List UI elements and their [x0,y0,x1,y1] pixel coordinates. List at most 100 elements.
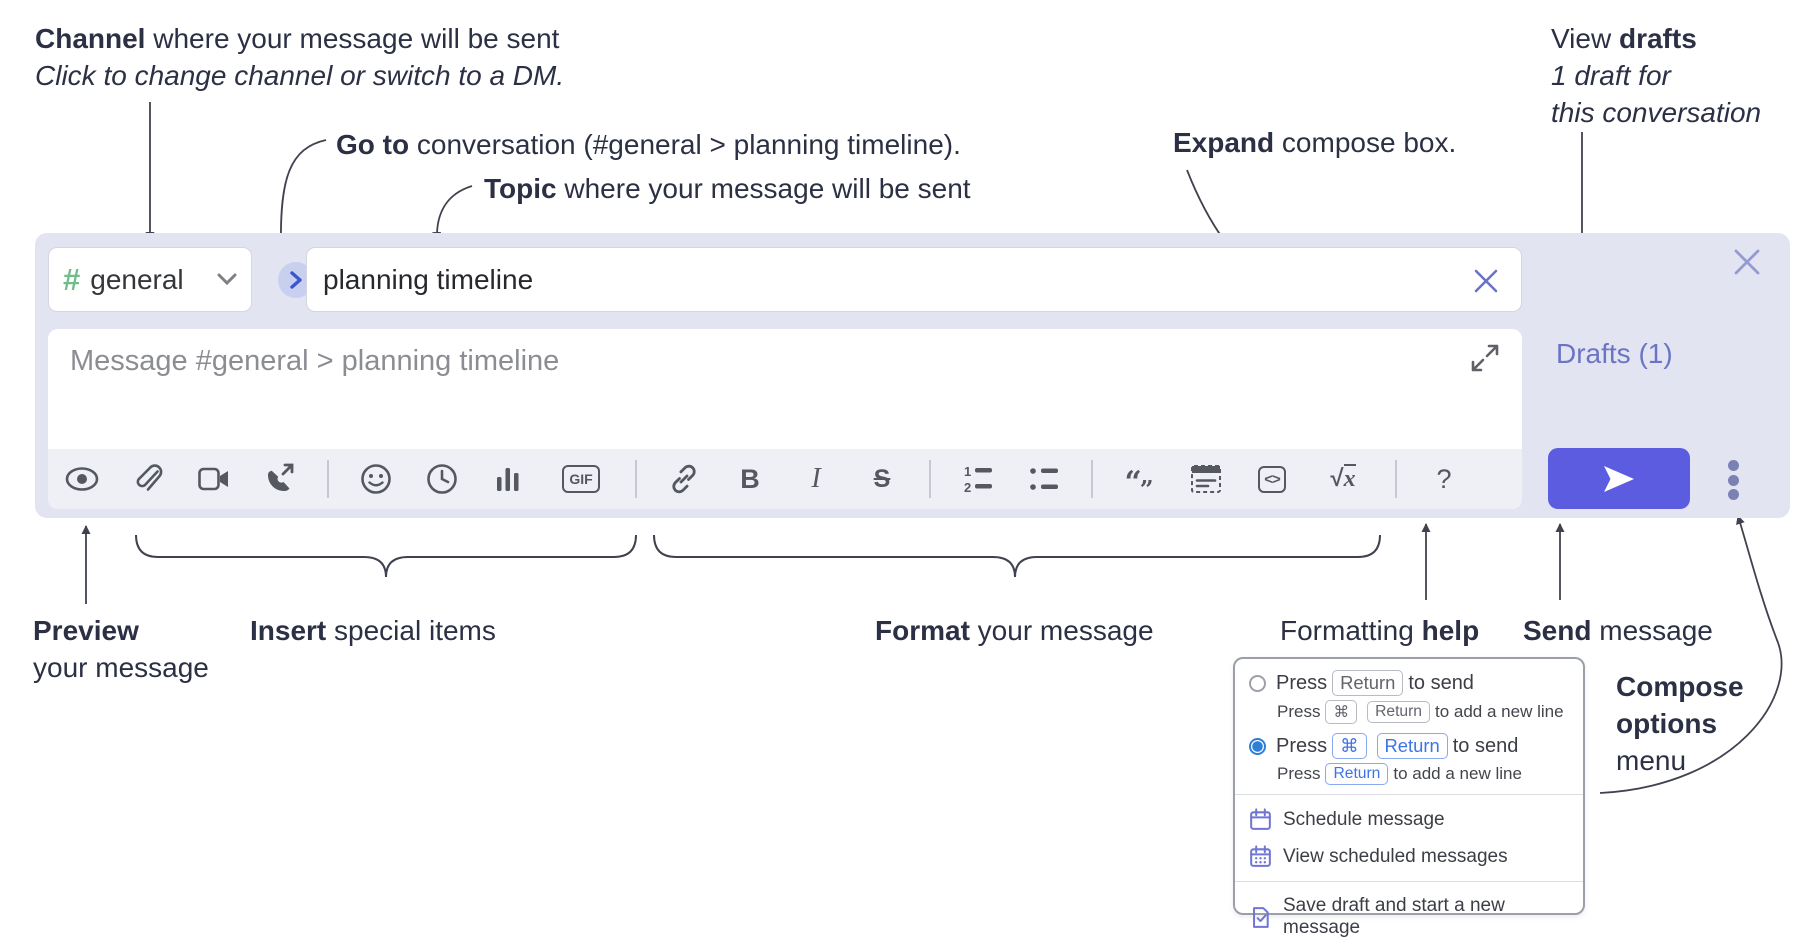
radio-return-to-send[interactable]: Press Return to send [1249,670,1569,696]
connector-topic [432,185,473,241]
kbd-return: Return [1332,670,1404,696]
bold-button[interactable]: B [731,457,769,501]
kbd-cmd: ⌘ [1332,733,1367,759]
annotation-preview: Preview your message [33,615,209,683]
menu-item-view-scheduled-messages[interactable]: View scheduled messages [1249,838,1569,875]
annotation-channel: Channel where your message will be sent … [35,23,565,91]
kbd-return: Return [1376,733,1448,759]
calendar-icon [1250,808,1271,830]
numbered-list-icon: 1 2 [964,464,992,494]
compose-box: # general [35,233,1790,518]
dot-icon [1727,460,1739,471]
dot-icon [1727,474,1739,486]
bulleted-list-button[interactable] [1025,457,1063,501]
close-compose-icon[interactable] [1732,247,1762,277]
smiley-icon [361,464,391,494]
bulleted-list-icon [1030,468,1058,490]
annotation-go-to: Go to conversation (#general > planning … [336,129,961,160]
eye-icon [65,467,99,491]
message-formatting-help-button[interactable]: ? [1425,457,1463,501]
radio-unselected-icon [1249,674,1266,692]
radio-cmd-return-subtext: Press Return to add a new line [1277,763,1522,785]
start-video-call-button[interactable] [195,457,233,501]
send-button[interactable] [1548,448,1690,509]
drafts-link[interactable]: Drafts (1) [1556,338,1673,369]
strikethrough-icon: S [873,464,891,493]
bold-icon: B [740,463,760,494]
add-global-time-button[interactable] [423,457,461,501]
chevron-down-icon [217,273,237,286]
annotation-send: Send message [1523,615,1713,646]
menu-item-schedule-message[interactable]: Schedule message [1249,801,1569,838]
annotation-topic: Topic where your message will be sent [484,173,971,204]
svg-text:2: 2 [964,480,971,494]
chevron-right-icon [290,271,302,289]
menu-item-save-draft[interactable]: Save draft and start a new message [1249,888,1569,944]
add-poll-button[interactable] [489,457,527,501]
compose-options-menu: Press Return to send Press ⌘ Return to a… [1233,657,1585,938]
compose-toolbar: GIF B I S [48,449,1522,509]
topic-input[interactable] [307,263,1521,296]
dot-icon [1727,489,1739,500]
video-camera-icon [198,467,228,491]
channel-hash-icon: # [63,261,81,297]
phone-call-icon [268,463,294,491]
math-button[interactable]: √x [1319,457,1367,501]
preview-button[interactable] [63,457,101,501]
radio-cmd-return-to-send[interactable]: Press ⌘ Return to send [1249,733,1569,759]
strikethrough-button[interactable]: S [863,457,901,501]
radio-return-subtext: Press ⌘ Return to add a new line [1277,700,1569,724]
poll-bars-icon [497,468,519,491]
add-gif-button[interactable]: GIF [555,457,607,501]
spoiler-icon [1191,465,1221,493]
message-input[interactable] [48,329,1522,449]
annotation-expand: Expand compose box. [1173,127,1457,158]
topic-field [306,247,1522,312]
clock-icon [427,464,457,494]
code-button[interactable]: <> [1253,457,1291,501]
save-draft-icon [1253,906,1269,928]
kbd-return: Return [1325,763,1389,785]
toolbar-divider [929,460,931,498]
channel-name: general [90,263,184,295]
paperclip-icon [136,464,163,491]
send-arrow-icon [1604,465,1634,492]
add-emoji-button[interactable] [357,457,395,501]
svg-text:1: 1 [964,464,971,479]
clear-topic-icon[interactable] [1473,268,1499,294]
help-icon: ? [1436,463,1452,494]
toolbar-divider [635,460,637,498]
kbd-cmd: ⌘ [1325,700,1358,724]
kbd-return: Return [1367,701,1430,723]
start-voice-call-button[interactable] [261,457,299,501]
annotation-view-drafts: View drafts 1 draft for this conversatio… [1551,23,1762,128]
gif-icon: GIF [562,465,600,493]
math-icon: √x [1330,464,1356,492]
menu-divider [1235,794,1583,795]
toolbar-divider [327,460,329,498]
annotation-compose-options: Compose options menu [1616,671,1744,776]
spoiler-button[interactable] [1187,457,1225,501]
message-area: GIF B I S [48,329,1522,509]
annotation-insert: Insert special items [250,615,496,646]
connector-goto [276,139,327,245]
annotation-formatting-help: Formatting help [1280,615,1480,646]
numbered-list-button[interactable]: 1 2 [959,457,997,501]
italic-icon: I [811,463,821,494]
toolbar-divider [1091,460,1093,498]
menu-divider [1235,881,1583,882]
quote-icon: “” [1124,464,1154,504]
toolbar-divider [1395,460,1397,498]
compose-options-menu-button[interactable] [1721,460,1745,500]
brace-insert [135,534,637,578]
annotation-format: Format your message [875,615,1154,646]
link-button[interactable] [665,457,703,501]
channel-picker[interactable]: # general [48,247,252,312]
expand-compose-icon[interactable] [1470,343,1500,373]
calendar-grid-icon [1250,845,1271,867]
quote-button[interactable]: “” [1121,457,1159,501]
code-icon: <> [1258,465,1286,493]
italic-button[interactable]: I [797,457,835,501]
attach-file-button[interactable] [129,457,167,501]
link-icon [672,464,696,494]
